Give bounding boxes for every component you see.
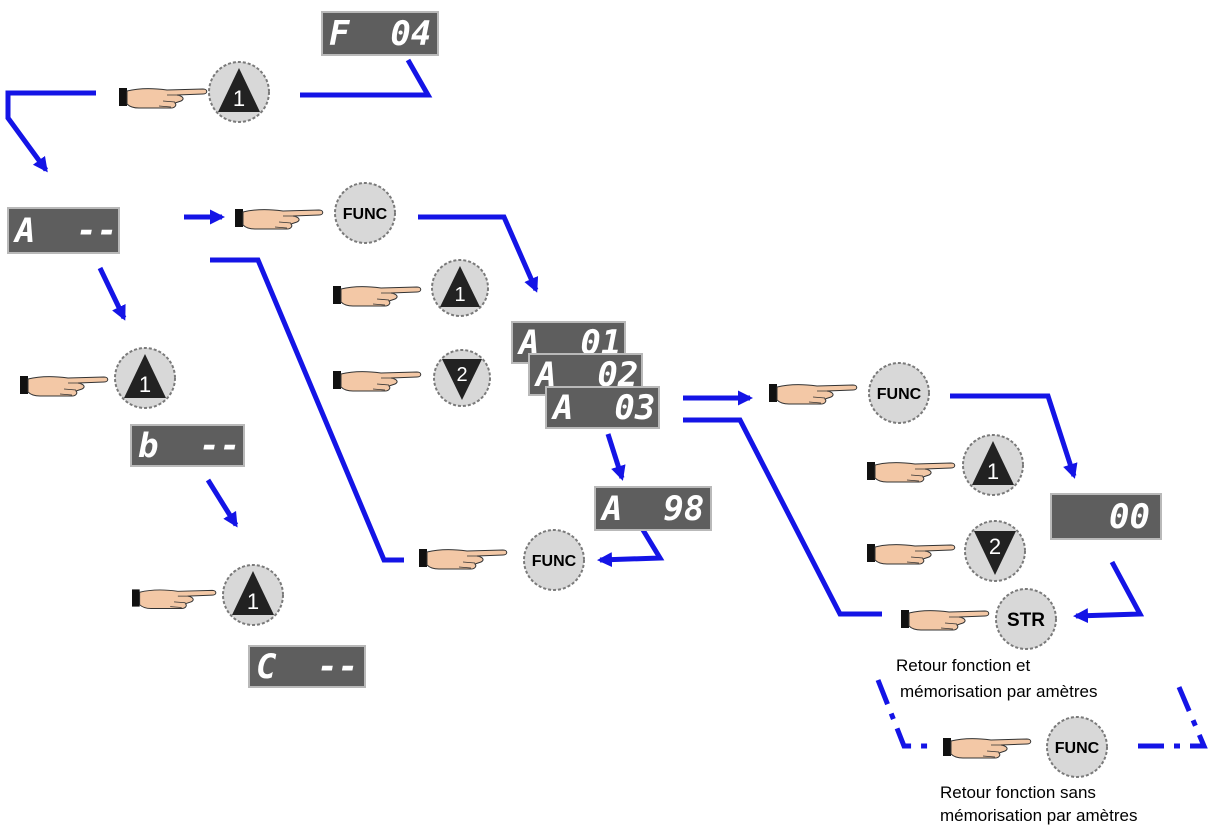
- up-key-button[interactable]: 1: [222, 564, 284, 626]
- down-key-label: 2: [989, 534, 1001, 559]
- down-key-button[interactable]: 2: [433, 349, 491, 407]
- up-key-button[interactable]: 1: [431, 259, 489, 317]
- up-key-button[interactable]: 1: [962, 434, 1024, 496]
- str-key-button[interactable]: STR: [995, 588, 1057, 650]
- arrow-a98-to-func: [597, 523, 665, 568]
- arrow-up-to-f04: [300, 58, 433, 98]
- func-key-label: FUNC: [343, 206, 388, 223]
- arrow-func-to-a01: [418, 214, 539, 293]
- up-key-label: 1: [454, 284, 465, 306]
- display-a03: A 03: [545, 386, 660, 429]
- connector-arrows: [5, 58, 1145, 624]
- hand-icon: [132, 588, 217, 610]
- arrow-func-to-00: [950, 393, 1078, 479]
- display-value-00: 00: [1050, 493, 1162, 540]
- nostore-caption-line2: mémorisation par amètres: [940, 806, 1138, 825]
- dashed-right: [1138, 679, 1208, 749]
- str-key-label: STR: [1007, 610, 1045, 631]
- func-key-label: FUNC: [877, 386, 922, 403]
- up-key-label: 1: [233, 86, 245, 111]
- hand-icon: [942, 737, 1032, 759]
- hand-icon: [418, 548, 508, 570]
- arrow-a-to-return-func: [210, 257, 404, 563]
- hand-icon: [332, 370, 422, 392]
- hand-icon: [332, 285, 422, 307]
- down-key-button[interactable]: 2: [964, 520, 1026, 582]
- arrow-b-to-up: [205, 478, 239, 528]
- arrow-a03-to-a98: [605, 433, 626, 481]
- display-a98: A 98: [594, 486, 712, 531]
- func-key-label: FUNC: [1055, 740, 1100, 757]
- pointing-hands: [19, 87, 1032, 759]
- store-caption-line2: mémorisation par amètres: [900, 682, 1098, 701]
- func-key-label: FUNC: [532, 553, 577, 570]
- keys: 1 FUNC 1 2 1 1 FUNC: [114, 61, 1108, 778]
- hand-icon: [118, 87, 208, 109]
- dashed-return-path: [875, 679, 1208, 749]
- up-key-label: 1: [987, 459, 999, 484]
- arrow-a-to-up: [97, 266, 127, 321]
- arrow-00-to-str: [1073, 560, 1145, 624]
- display-a-group: A --: [7, 207, 120, 254]
- func-key-button[interactable]: FUNC: [868, 362, 930, 424]
- hand-icon: [866, 461, 956, 483]
- nostore-caption-line1: Retour fonction sans: [940, 783, 1096, 802]
- arrow-a03-to-str: [683, 417, 882, 617]
- func-key-button[interactable]: FUNC: [523, 529, 585, 591]
- hand-icon: [19, 375, 109, 397]
- func-key-button[interactable]: FUNC: [1046, 716, 1108, 778]
- hand-icon: [866, 543, 956, 565]
- down-key-label: 2: [456, 364, 467, 386]
- display-f04: F 04: [321, 11, 439, 56]
- up-key-button[interactable]: 1: [208, 61, 270, 123]
- dashed-left: [875, 679, 932, 749]
- up-key-button[interactable]: 1: [114, 347, 176, 409]
- up-key-label: 1: [139, 372, 151, 397]
- display-c-group: C --: [248, 645, 366, 688]
- func-key-button[interactable]: FUNC: [334, 182, 396, 244]
- arrow-f04-to-a: [5, 90, 96, 173]
- hand-icon: [768, 383, 858, 405]
- up-key-label: 1: [247, 589, 259, 614]
- hand-icon: [234, 208, 324, 230]
- store-caption-line1: Retour fonction et: [896, 656, 1031, 675]
- display-b-group: b --: [130, 424, 245, 467]
- hand-icon: [900, 609, 990, 631]
